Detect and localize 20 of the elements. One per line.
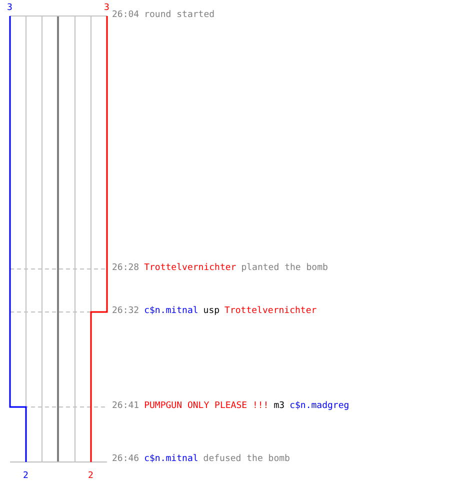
player-count: 3 xyxy=(104,3,110,13)
time-label: 26:46 xyxy=(112,454,140,464)
player-name: PUMPGUN ONLY PLEASE !!! xyxy=(144,401,269,411)
time-label: 26:04 xyxy=(112,10,140,20)
event-text: defused the bomb xyxy=(203,454,290,464)
time-label: 26:41 xyxy=(112,401,140,411)
player-name: c$n.madgreg xyxy=(290,401,350,411)
player-name: Trottelvernichter xyxy=(224,306,317,316)
event-text: planted the bomb xyxy=(241,263,328,273)
player-name: Trottelvernichter xyxy=(144,263,236,273)
time-label: 26:32 xyxy=(112,306,140,316)
event-text: round started xyxy=(144,10,215,20)
player-count: 3 xyxy=(7,3,12,13)
player-name: c$n.mitnal xyxy=(144,306,198,316)
weapon-name: m3 xyxy=(274,401,285,411)
player-count: 2 xyxy=(23,471,28,481)
player-count: 2 xyxy=(88,471,94,481)
weapon-name: usp xyxy=(203,306,220,316)
time-label: 26:28 xyxy=(112,263,140,273)
player-name: c$n.mitnal xyxy=(144,454,198,464)
